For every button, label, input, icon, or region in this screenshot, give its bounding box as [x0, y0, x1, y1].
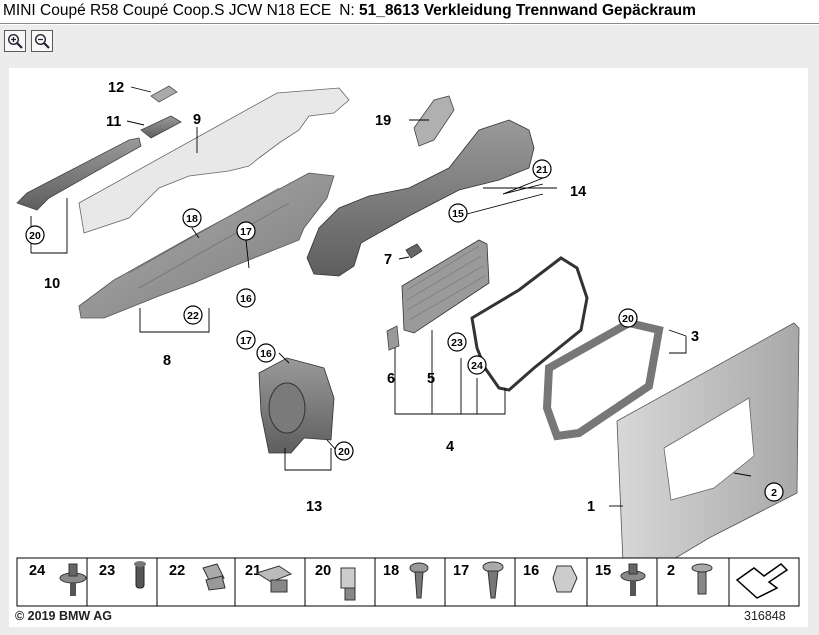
page-title: MINI Coupé R58 Coupé Coop.S JCW N18 ECE N…	[0, 0, 819, 24]
callout-4[interactable]: 4	[446, 439, 454, 455]
callout-6[interactable]: 6	[387, 371, 395, 387]
callouts: 12 11 9 19 10 8 14 7 6 5 4 3 1 13	[44, 80, 699, 515]
callout-7[interactable]: 7	[384, 252, 392, 268]
callout-16a[interactable]: 16	[240, 293, 252, 305]
fastener-strip: 24 23 22 21 20 18 17 16 15 2	[16, 557, 800, 607]
callout-20c[interactable]: 20	[338, 446, 350, 458]
callout-10[interactable]: 10	[44, 276, 60, 292]
callout-2[interactable]: 2	[771, 487, 777, 499]
callout-24[interactable]: 24	[471, 360, 483, 372]
fastener-label-18: 18	[383, 563, 399, 579]
fastener-label-20: 20	[315, 563, 331, 579]
fastener-label-16: 16	[523, 563, 539, 579]
clip-part-11	[140, 115, 182, 139]
fastener-15-icon	[620, 563, 646, 596]
fastener-18-icon	[409, 562, 429, 599]
fastener-17-icon	[482, 561, 504, 599]
fastener-24-icon	[59, 563, 87, 596]
callout-17b[interactable]: 17	[240, 335, 252, 347]
fastener-label-24: 24	[29, 563, 45, 579]
fastener-label-21: 21	[245, 563, 261, 579]
image-number: 316848	[744, 609, 786, 623]
fastener-16-icon	[552, 565, 578, 593]
leader-lines	[30, 86, 752, 507]
callout-11[interactable]: 11	[106, 114, 121, 130]
zoom-out-icon	[34, 33, 50, 49]
circled-callout-labels: 20 18 17 16 22 21 15 20 23 24 17 16 20 2	[29, 164, 777, 499]
zoom-in-icon	[7, 33, 23, 49]
fastener-23-icon	[134, 561, 146, 589]
fastener-21-icon	[255, 565, 293, 593]
fastener-label-17: 17	[453, 563, 469, 579]
fastener-label-15: 15	[595, 563, 611, 579]
callout-15[interactable]: 15	[452, 208, 464, 220]
callout-9[interactable]: 9	[193, 112, 201, 128]
callout-20b[interactable]: 20	[622, 313, 634, 325]
filter-part-5	[401, 239, 490, 334]
fastener-22-icon	[202, 563, 226, 591]
callout-16b[interactable]: 16	[260, 348, 272, 360]
frame-part-4	[470, 256, 589, 392]
toolbar	[0, 25, 819, 59]
fastener-label-23: 23	[99, 563, 115, 579]
copyright-text: © 2019 BMW AG	[15, 609, 112, 623]
callout-14[interactable]: 14	[570, 184, 586, 200]
callout-23[interactable]: 23	[451, 337, 463, 349]
node-prefix: N:	[339, 2, 355, 19]
callout-21[interactable]: 21	[536, 164, 548, 176]
callout-3[interactable]: 3	[691, 329, 699, 345]
callout-12[interactable]: 12	[108, 80, 124, 96]
callout-19[interactable]: 19	[375, 113, 391, 129]
cap-part-19	[413, 95, 455, 147]
callout-20a[interactable]: 20	[29, 230, 41, 242]
callout-22[interactable]: 22	[187, 310, 199, 322]
callout-1[interactable]: 1	[587, 499, 595, 515]
parts-diagram[interactable]: 12 11 9 19 10 8 14 7 6 5 4 3 1 13	[9, 68, 808, 627]
zoom-out-button[interactable]	[31, 30, 53, 52]
fastener-label-22: 22	[169, 563, 185, 579]
cover-part-14	[306, 119, 535, 277]
zoom-in-button[interactable]	[4, 30, 26, 52]
callout-18[interactable]: 18	[186, 213, 198, 225]
plug-part-7	[405, 243, 423, 259]
strip-part-10	[16, 137, 142, 211]
next-page-arrow-icon	[735, 563, 789, 599]
parts-illustration: 12 11 9 19 10 8 14 7 6 5 4 3 1 13	[16, 80, 800, 607]
callout-5[interactable]: 5	[427, 371, 435, 387]
fastener-label-2: 2	[667, 563, 675, 579]
cap-part-12	[150, 85, 178, 103]
bracket-part-6	[386, 325, 400, 351]
callout-8[interactable]: 8	[163, 353, 171, 369]
model-text: MINI Coupé R58 Coupé Coop.S JCW N18 ECE	[3, 2, 332, 19]
fastener-2-icon	[691, 563, 713, 595]
panel-part-9	[78, 87, 350, 234]
gasket-part-3	[542, 318, 664, 441]
group-title: 51_8613 Verkleidung Trennwand Gepäckraum	[359, 2, 696, 19]
callout-17a[interactable]: 17	[240, 226, 252, 238]
circled-callouts	[25, 159, 784, 502]
callout-13[interactable]: 13	[306, 499, 322, 515]
fastener-20-icon	[340, 567, 356, 601]
